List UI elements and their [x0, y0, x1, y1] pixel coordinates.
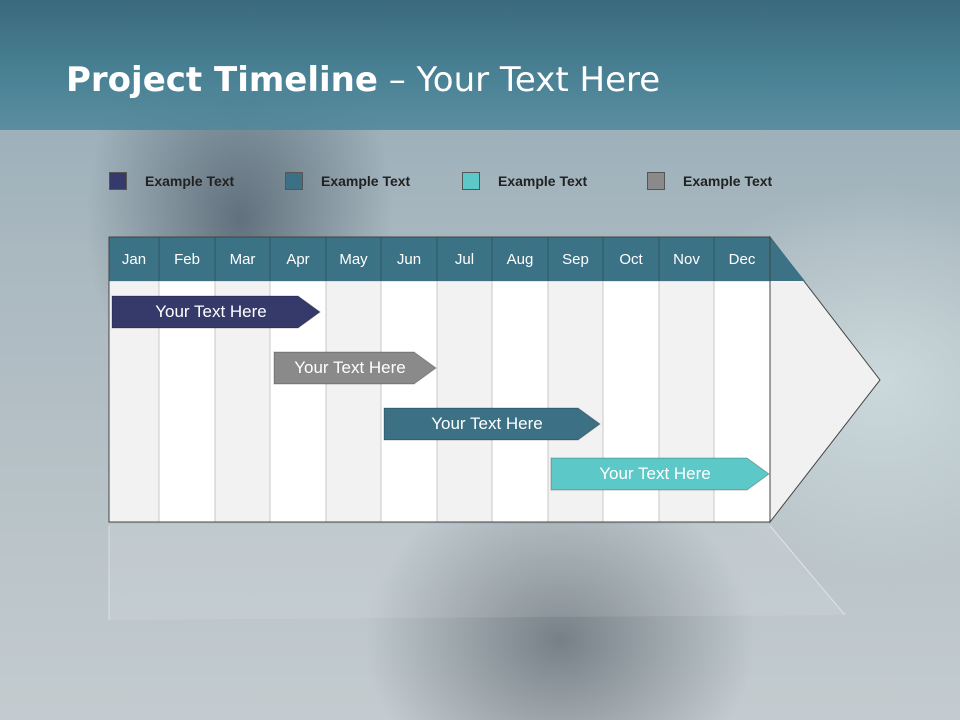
chart-reflection	[109, 524, 845, 620]
legend-swatch	[462, 172, 480, 190]
month-label-jun: Jun	[396, 250, 422, 268]
timeline-border	[108, 236, 771, 523]
month-label-feb: Feb	[174, 250, 200, 268]
task-bar-4	[550, 457, 770, 491]
legend-item: Example Text	[462, 171, 587, 191]
legend-item: Example Text	[109, 171, 234, 191]
month-column	[436, 280, 493, 523]
legend-label: Example Text	[145, 173, 235, 189]
month-label-jan: Jan	[121, 250, 147, 268]
month-header-row	[109, 237, 770, 281]
month-label-nov: Nov	[673, 250, 700, 268]
title-banner	[0, 0, 960, 130]
task-bar-1	[111, 295, 321, 329]
month-column	[325, 280, 382, 523]
month-label-may: May	[339, 250, 368, 268]
month-label-mar: Mar	[229, 250, 256, 268]
legend-item: Example Text	[285, 171, 410, 191]
legend-label: Example Text	[498, 173, 588, 189]
month-label-sep: Sep	[562, 250, 589, 268]
task-bar-2	[273, 351, 437, 385]
task-label-2: Your Text Here	[294, 358, 406, 377]
month-column	[491, 280, 549, 523]
legend-item: Example Text	[647, 171, 772, 191]
legend-swatch	[109, 172, 127, 190]
legend-label: Example Text	[683, 173, 773, 189]
task-label-3: Your Text Here	[431, 414, 543, 433]
month-column	[380, 280, 438, 523]
legend-label: Example Text	[321, 173, 411, 189]
month-label-dec: Dec	[728, 250, 756, 268]
legend-swatch	[285, 172, 303, 190]
month-label-oct: Oct	[619, 250, 643, 268]
month-label-jul: Jul	[454, 250, 475, 268]
task-label-4: Your Text Here	[599, 464, 711, 483]
legend-swatch	[647, 172, 665, 190]
task-label-1: Your Text Here	[155, 302, 267, 321]
reflection-edge	[769, 525, 846, 616]
month-label-apr: Apr	[286, 250, 310, 268]
task-bar-3	[383, 407, 601, 441]
header-arrow-segment	[770, 237, 805, 281]
page-title: Project Timeline – Your Text Here	[66, 60, 661, 100]
month-label-aug: Aug	[506, 250, 534, 268]
